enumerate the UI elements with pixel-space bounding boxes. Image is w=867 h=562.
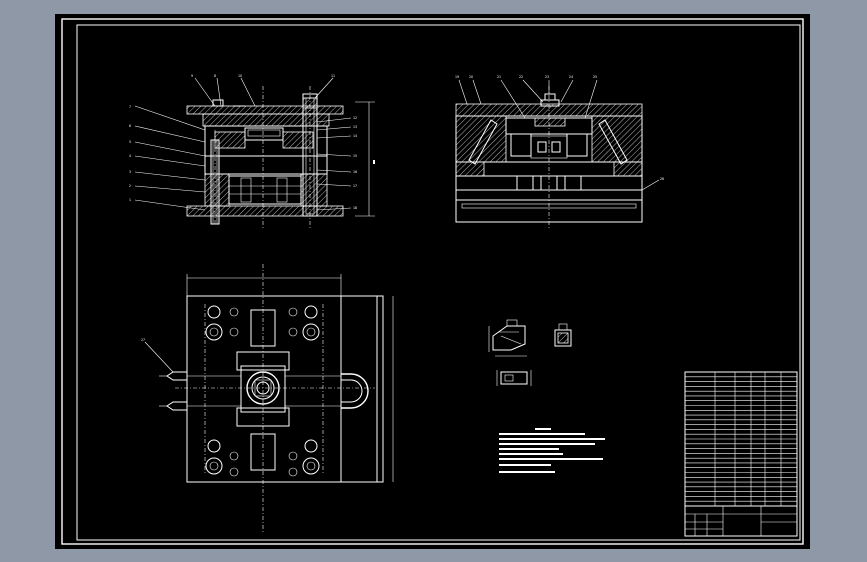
callout-label: 19	[455, 75, 459, 79]
callout-label: 6	[129, 124, 131, 128]
technical-notes	[499, 428, 605, 473]
callout-label: 9	[191, 74, 193, 78]
callout-label: 12	[353, 116, 357, 120]
callout-label: 27	[141, 338, 145, 342]
callout-label: 8	[214, 74, 216, 78]
front-callouts-top: 9 8 10 11	[191, 74, 335, 107]
plan-view: 27	[141, 264, 394, 534]
callout-label: 13	[353, 125, 357, 129]
callout-label: 23	[545, 75, 549, 79]
callout-label: 25	[593, 75, 597, 79]
inner-frame	[76, 24, 801, 541]
side-callouts-top: 19 20 21 22 23 24 25	[455, 75, 598, 119]
side-section-view: 19 20 21 22 23 24 25 26	[455, 75, 664, 228]
callout-label: 1	[129, 198, 131, 202]
outer-frame	[61, 18, 804, 545]
callout-label: 18	[353, 206, 357, 210]
callout-label: 26	[660, 177, 664, 181]
assembly-drawing: 7 6 5 4 3 2 1 9 8 10 11 12 13	[61, 18, 804, 545]
callout-label: 17	[353, 184, 357, 188]
callout-label: 14	[353, 134, 357, 138]
front-callouts-right: 12 13 14 15 16 17 18	[316, 116, 357, 211]
callout-label: 10	[238, 74, 242, 78]
callout-label: 3	[129, 170, 131, 174]
callout-label: 2	[129, 184, 131, 188]
callout-label: 11	[331, 74, 335, 78]
callout-label: 16	[353, 170, 357, 174]
front-callouts-left: 7 6 5 4 3 2 1	[129, 105, 206, 211]
part-detail-views	[488, 319, 572, 386]
bill-of-materials	[684, 371, 798, 507]
callout-label: 5	[129, 140, 131, 144]
title-block	[684, 505, 798, 537]
callout-label: 22	[519, 75, 523, 79]
callout-label: 24	[569, 75, 573, 79]
front-section-view: 7 6 5 4 3 2 1 9 8 10 11 12 13	[129, 74, 375, 228]
callout-label: 4	[129, 154, 131, 158]
cad-viewport[interactable]: 7 6 5 4 3 2 1 9 8 10 11 12 13	[55, 14, 810, 549]
callout-label: 20	[469, 75, 473, 79]
callout-label: 21	[497, 75, 501, 79]
callout-label: 7	[129, 105, 131, 109]
callout-label: 15	[353, 154, 357, 158]
